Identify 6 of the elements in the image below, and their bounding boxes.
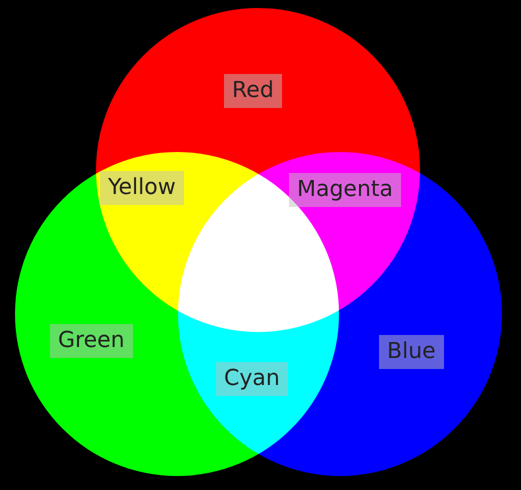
region-label: Cyan (216, 362, 288, 396)
circle-label: Green (50, 324, 133, 358)
circle-label: Blue (379, 335, 444, 369)
circle-label: Red (224, 74, 282, 108)
region-label: Yellow (100, 171, 184, 205)
region-label: Magenta (289, 173, 402, 207)
